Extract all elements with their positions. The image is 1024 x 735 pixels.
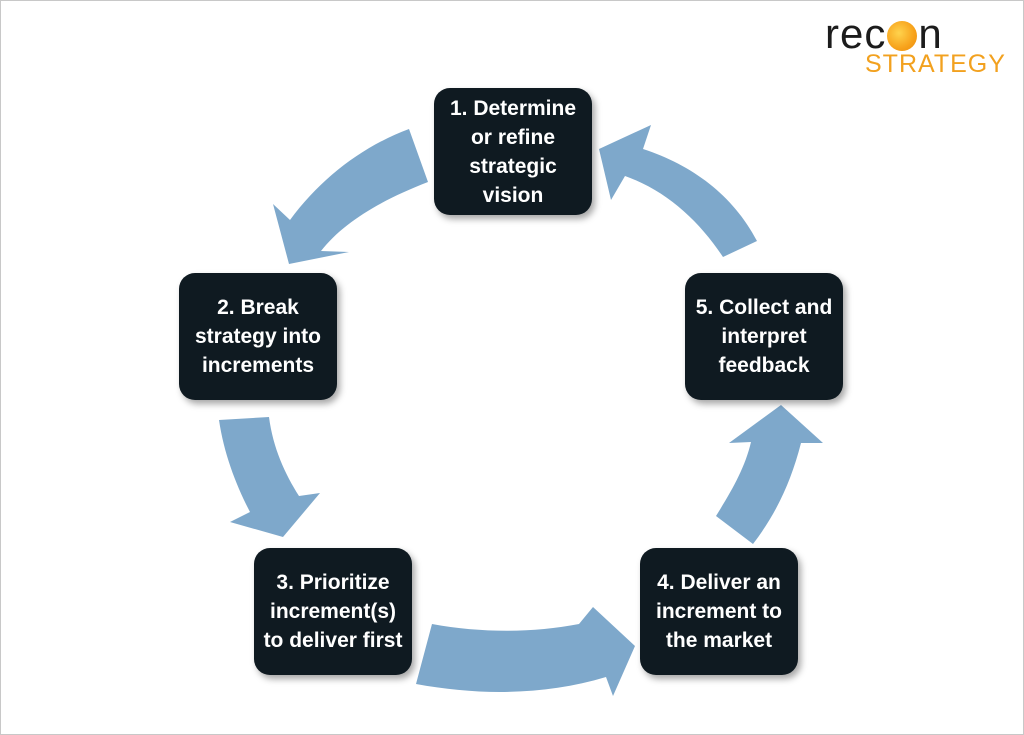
- step-5-collect-feedback: 5. Collect and interpret feedback: [685, 273, 843, 400]
- step-5-label: 5. Collect and interpret feedback: [695, 296, 833, 377]
- logo-word-strategy: STRATEGY: [865, 50, 1006, 78]
- arrow-1-to-2: [273, 129, 428, 264]
- step-2-label: 2. Break strategy into increments: [194, 296, 322, 377]
- arrow-3-to-4: [416, 607, 635, 696]
- step-4-label: 4. Deliver an increment to the market: [655, 571, 783, 652]
- arrow-2-to-3: [219, 417, 320, 537]
- step-3-prioritize-increments: 3. Prioritize increment(s) to deliver fi…: [254, 548, 412, 675]
- sun-dot-icon: [887, 21, 918, 51]
- step-1-label: 1. Determine or refine strategic vision: [449, 96, 577, 207]
- step-3-label: 3. Prioritize increment(s) to deliver fi…: [263, 571, 403, 652]
- step-4-deliver-increment: 4. Deliver an increment to the market: [640, 548, 798, 675]
- step-1-determine-vision: 1. Determine or refine strategic vision: [434, 88, 592, 215]
- arrow-4-to-5: [716, 405, 823, 544]
- step-2-break-strategy: 2. Break strategy into increments: [179, 273, 337, 400]
- arrow-5-to-1: [599, 125, 757, 257]
